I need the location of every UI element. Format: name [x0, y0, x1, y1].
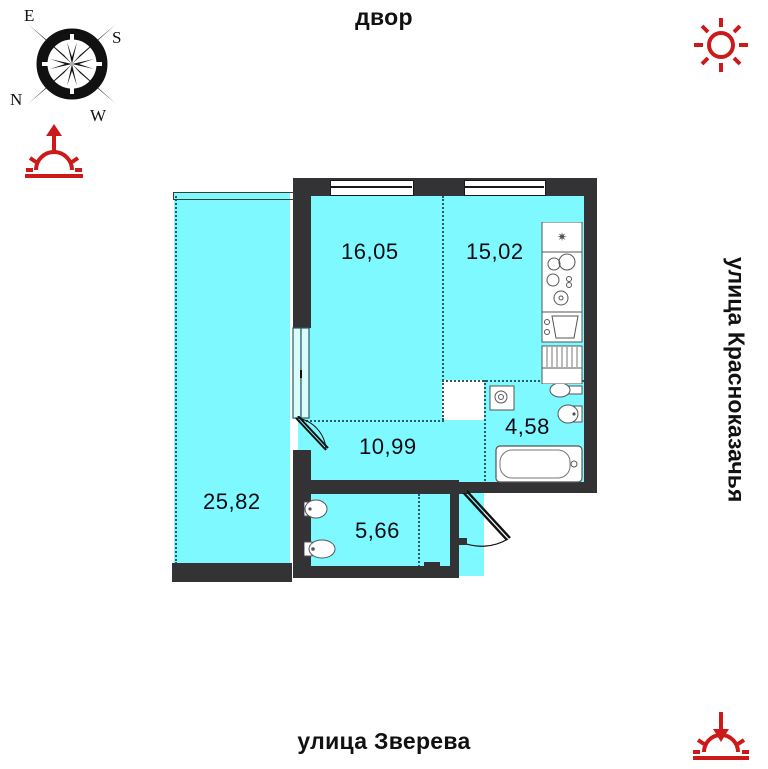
compass-label-south: S — [112, 28, 122, 47]
wall-hall-bottom-jog — [424, 562, 440, 570]
entrance-door — [457, 486, 511, 547]
door-hall-to-living — [295, 416, 329, 451]
compass-label-west: W — [90, 106, 107, 125]
label-courtyard: двор — [355, 4, 413, 30]
area-label-terrace: 25,82 — [203, 489, 261, 514]
compass-rose-icon — [28, 24, 116, 104]
washbasin-icon — [304, 499, 328, 519]
window-top-left — [330, 180, 414, 196]
toilet-icon — [304, 539, 336, 559]
kitchen-fixtures-group: ✷ — [541, 222, 583, 384]
area-label-bathroom-main: 4,58 — [505, 414, 550, 439]
divider-hall-bath — [484, 380, 486, 492]
wall-terrace-bottom — [172, 563, 292, 582]
area-label-bathroom-second: 5,66 — [355, 518, 400, 543]
wall-bath2-top — [293, 480, 459, 494]
divider-hall-bath2 — [418, 494, 420, 578]
wall-bath-bottom — [458, 482, 597, 493]
room-terrace-fill — [174, 193, 290, 565]
terrace-railing — [173, 192, 295, 200]
sunrise-icon — [22, 124, 86, 182]
kitchen-sink-icon — [551, 315, 579, 339]
bathroom-second-fixtures-group — [304, 499, 336, 559]
wall-terrace-living — [293, 178, 311, 328]
label-street-zvereva: улица Зверева — [297, 728, 471, 754]
compass-rose: E S N W — [8, 6, 136, 126]
compass-label-north: N — [10, 90, 23, 109]
wall-bath2-bottom — [293, 566, 459, 578]
divider-living-kitchen — [442, 196, 444, 420]
area-label-kitchen: 15,02 — [466, 239, 524, 264]
counter-icon — [541, 367, 583, 384]
divider-living-hall — [298, 420, 444, 422]
bathtub-icon — [495, 445, 583, 483]
area-label-living: 16,05 — [341, 239, 399, 264]
area-label-hall: 10,99 — [359, 434, 417, 459]
window-top-right — [464, 180, 546, 196]
window-top-left-mullion — [330, 186, 412, 188]
sunset-icon — [690, 710, 752, 764]
compass-label-east: E — [24, 6, 35, 25]
refrigerator-icon: ✷ — [557, 230, 567, 244]
wall-right-exterior — [584, 178, 597, 492]
label-street-krasnokazachya: улица Красноказачья — [723, 257, 750, 503]
wall-bath2-right — [450, 480, 459, 578]
bathroom-main-fixtures-group — [489, 384, 583, 483]
window-top-right-mullion — [464, 186, 544, 188]
divider-kitchen-bath — [442, 380, 584, 382]
sliding-door-terrace — [292, 327, 310, 419]
toilet-icon — [549, 384, 583, 398]
sun-icon — [692, 16, 750, 74]
room-living-fill — [298, 196, 442, 420]
washing-machine-icon — [489, 385, 515, 411]
divider-terrace-edge — [175, 196, 177, 564]
washbasin-icon — [557, 404, 583, 424]
